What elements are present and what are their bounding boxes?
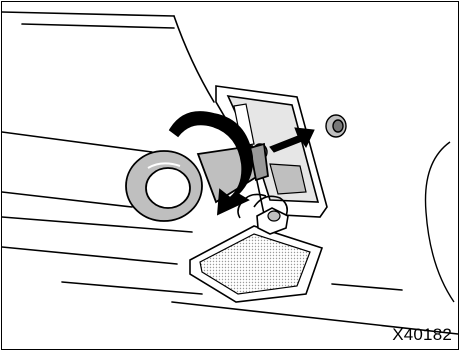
removed-cap [326,115,346,137]
right-recess-contour [426,142,455,302]
figure-code-label: X40182 [392,325,452,345]
